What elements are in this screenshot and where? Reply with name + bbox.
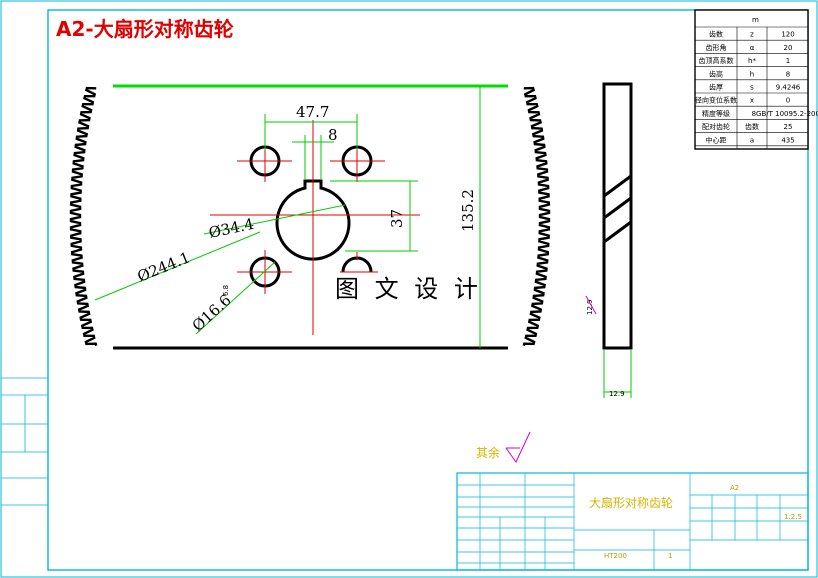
small-hole-br — [341, 256, 373, 273]
right-gear-teeth — [522, 86, 551, 346]
param-symbol: x — [750, 97, 754, 105]
sheet-size: A2 — [730, 484, 739, 492]
param-name: 齿高 — [709, 69, 723, 78]
param-value: 0 — [786, 97, 790, 105]
drawing-title: A2-大扇形对称齿轮 — [56, 17, 234, 41]
param-value: 25 — [784, 123, 793, 131]
param-name: 精度等级 — [702, 109, 730, 118]
dim-small-hole-note: 6.8 — [222, 285, 230, 296]
surface-note-text: 其余 — [476, 445, 500, 460]
dim-keyway-width: 8 — [328, 126, 338, 144]
param-unit: m — [752, 16, 759, 24]
param-name: 中心距 — [706, 135, 727, 144]
dim-small-hole-dia: Ø16.6 — [189, 291, 235, 335]
dim-hole-spacing: 47.7 — [296, 103, 329, 121]
param-name: 齿数 — [709, 30, 723, 39]
part-name: 大扇形对称齿轮 — [589, 495, 673, 510]
param-symbol: z — [750, 31, 754, 39]
param-name: 齿形角 — [706, 43, 727, 52]
surface-finish-note: 其余 — [476, 431, 531, 463]
title-block: 大扇形对称齿轮 HT200 1 A2 1:2.5 — [456, 472, 809, 571]
left-side-block — [1, 377, 48, 506]
dimension-lines — [94, 86, 632, 398]
scale: 1:2.5 — [784, 513, 802, 521]
param-value: 120 — [781, 31, 794, 39]
gear-parameter-table: m 齿数 z 120 齿形角 α 20 齿顶高系数 h* 1 齿高 h 8 齿厚 s 9.4246 径向变位系… — [694, 9, 818, 150]
param-value: 8GB/T 10095.2-2001 — [752, 110, 818, 118]
param-name: 径向变位系数 — [695, 96, 737, 105]
side-body — [602, 82, 633, 350]
watermark-text: 图 文 设 计 — [335, 275, 482, 303]
dim-pitch-dia: Ø244.1 — [135, 248, 193, 285]
material: HT200 — [604, 552, 627, 560]
param-name: 齿顶高系数 — [699, 56, 734, 65]
param-symbol: h* — [748, 57, 756, 65]
param-name: 齿厚 — [709, 84, 723, 92]
drawing-frame — [47, 9, 809, 571]
dim-bore-dia: Ø34.4 — [207, 215, 255, 242]
param-symbol: 齿数 — [745, 122, 759, 131]
dim-key-depth: 37 — [388, 209, 406, 228]
param-symbol: h — [750, 70, 754, 78]
param-name: 配对齿轮 — [702, 122, 730, 131]
param-value: 9.4246 — [776, 84, 801, 92]
dim-side-note: 12.9 — [586, 299, 594, 315]
param-value: 1 — [786, 57, 790, 65]
param-symbol: s — [750, 84, 754, 92]
gear-side-view: 12.9 12.9 — [585, 82, 633, 398]
param-value: 8 — [786, 70, 790, 78]
param-value: 20 — [784, 44, 793, 52]
gear-front-view: 47.7 8 Ø34.4 37 135.2 Ø244.1 Ø16.6 6.8 图… — [69, 84, 632, 398]
param-value: 435 — [781, 136, 794, 144]
dim-thickness: 12.9 — [609, 390, 625, 398]
quantity: 1 — [668, 552, 672, 560]
param-symbol: α — [750, 44, 755, 52]
param-symbol: a — [750, 136, 754, 144]
center-bore — [275, 179, 351, 261]
left-gear-teeth — [69, 86, 98, 346]
dim-height: 135.2 — [459, 189, 477, 232]
